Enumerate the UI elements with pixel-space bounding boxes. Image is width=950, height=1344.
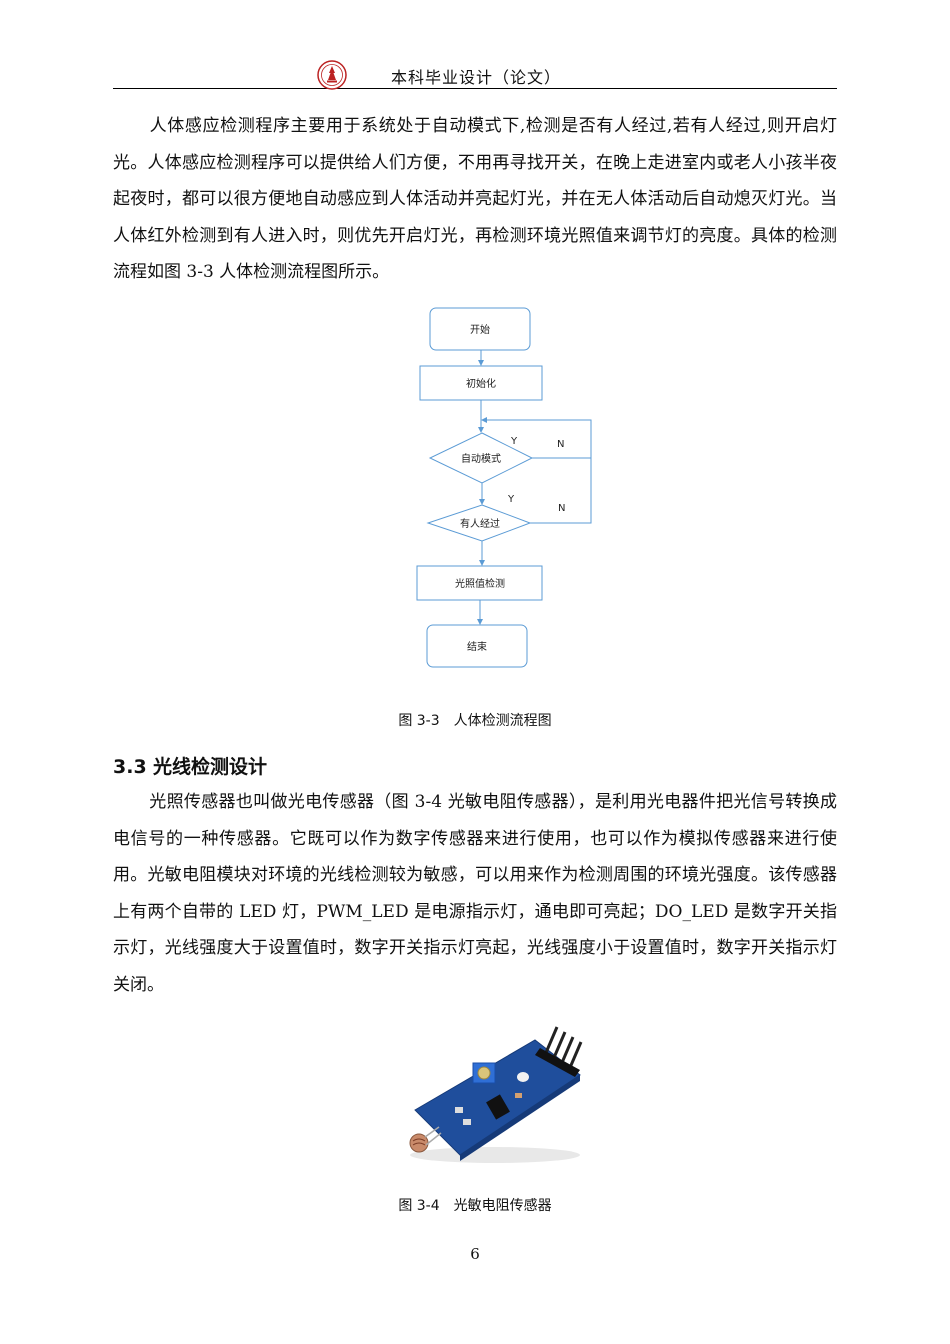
flow-light-check-box [416,565,543,601]
body-paragraph-1: 人体感应检测程序主要用于系统处于自动模式下,检测是否有人经过,若有人经过,则开启… [113,108,837,291]
flow-init-box [419,365,543,401]
flow-start-label: 开始 [470,323,490,336]
flow-loop-no-person [530,458,592,524]
header-title: 本科毕业设计（论文） [391,68,562,87]
flow-end-box [426,624,528,668]
paragraph-2-text: 光照传感器也叫做光电传感器（图 3-4 光敏电阻传感器），是利用光电器件把光信号… [113,792,837,995]
flow-auto-mode-label: 自动模式 [461,452,501,465]
section-title: 光线检测设计 [153,756,268,778]
flow-light-check-label: 光照值检测 [455,577,505,590]
page-header: 本科毕业设计（论文） [113,58,837,90]
flow-loop-no-auto [481,417,592,459]
page-number: 6 [470,1245,480,1263]
figure-3-3-caption: 图 3-3 人体检测流程图 [398,713,552,729]
flow-start-box [429,307,531,351]
flow-no-2: N [558,503,565,514]
section-number: 3.3 [113,756,147,778]
university-seal-icon [317,60,347,90]
paragraph-1-text: 人体感应检测程序主要用于系统处于自动模式下,检测是否有人经过,若有人经过,则开启… [113,116,837,282]
flow-yes-1: Y [510,436,518,447]
flow-yes-2: Y [507,494,515,505]
photoresistor-sensor-module-icon [409,1026,583,1163]
flow-init-label: 初始化 [466,377,496,390]
flow-person-label: 有人经过 [460,517,500,530]
human-detection-flowchart: 开始 初始化 自动模式 有人经过 光照值检测 结束 Y N Y N [416,307,592,668]
figure-3-4-caption: 图 3-4 光敏电阻传感器 [398,1198,552,1214]
body-paragraph-2: 光照传感器也叫做光电传感器（图 3-4 光敏电阻传感器），是利用光电器件把光信号… [113,784,837,1003]
section-heading: 3.3 光线检测设计 [113,752,267,779]
flow-no-1: N [557,439,564,450]
flow-end-label: 结束 [467,640,487,653]
